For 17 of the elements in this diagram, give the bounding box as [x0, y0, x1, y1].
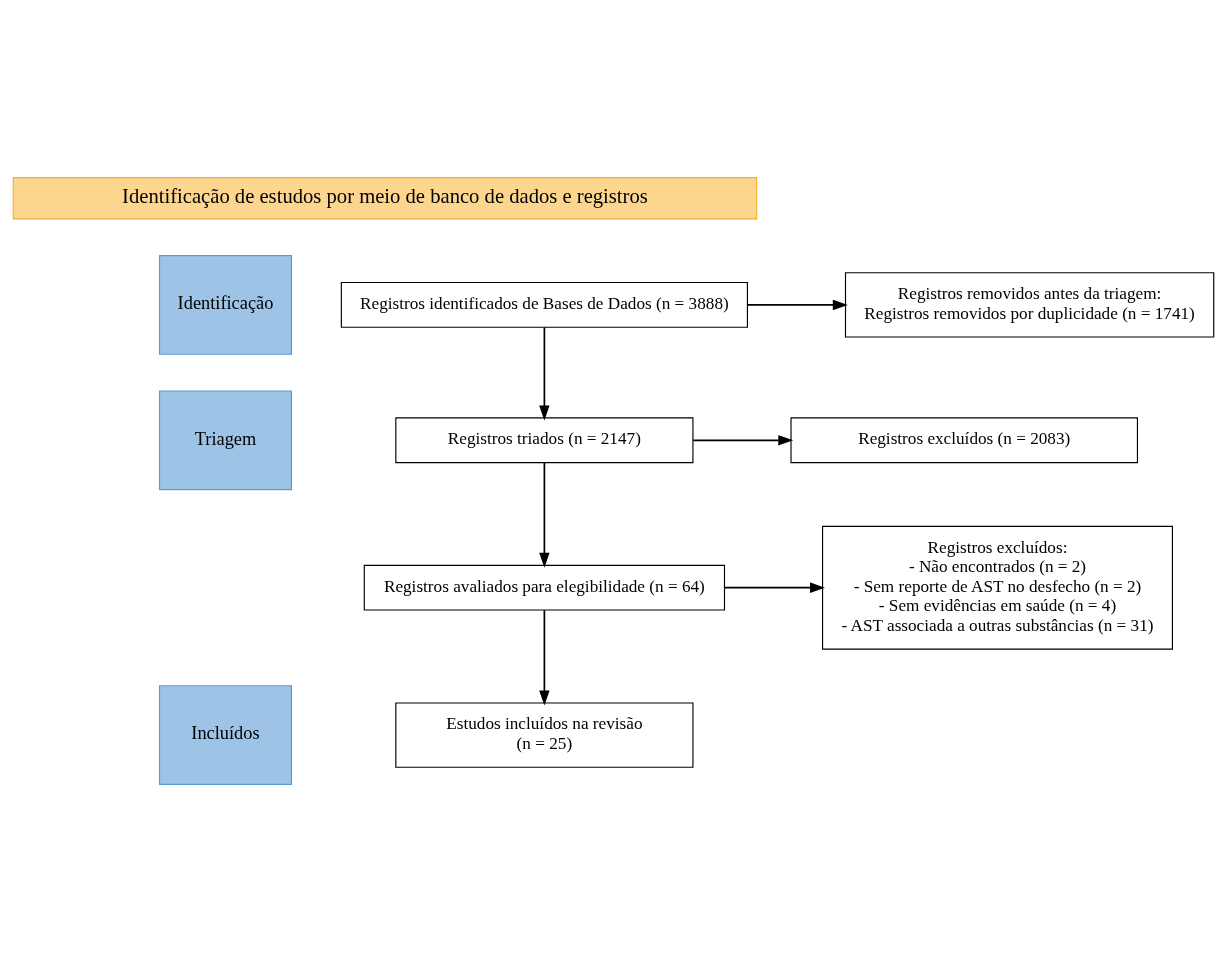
node-box: Registros triados (n = 2147) [395, 416, 694, 463]
arrow [539, 461, 550, 568]
node-box: Registros avaliados para elegibilidade (n = 64) [363, 564, 726, 611]
node-box: Triagem [158, 389, 293, 490]
arrow [692, 434, 794, 445]
arrow [539, 608, 550, 705]
node-box: Identificação [158, 254, 293, 355]
node-box: Registros identificados de Bases de Dados (n = 3888) [340, 281, 748, 328]
node-box: Identificação de estudos por meio de banco de dados e registros [12, 176, 758, 219]
node-box: Registros excluídos: - Não encontrados (n = 2) - Sem reporte de AST no desfecho (n = 2) - Sem evidências em saúde (n = 4) - AST associada a outras substâncias (n = 31) [822, 525, 1173, 650]
arrow [724, 581, 825, 593]
node-box: Estudos incluídos na revisão (n = 25) [395, 701, 694, 768]
node-box: Registros excluídos (n = 2083) [790, 416, 1138, 463]
arrow [539, 326, 550, 420]
arrow [746, 299, 848, 310]
node-box: Registros removidos antes da triagem: Registros removidos por duplicidade (n = 1741) [844, 271, 1215, 338]
node-box: Incluídos [158, 684, 293, 785]
